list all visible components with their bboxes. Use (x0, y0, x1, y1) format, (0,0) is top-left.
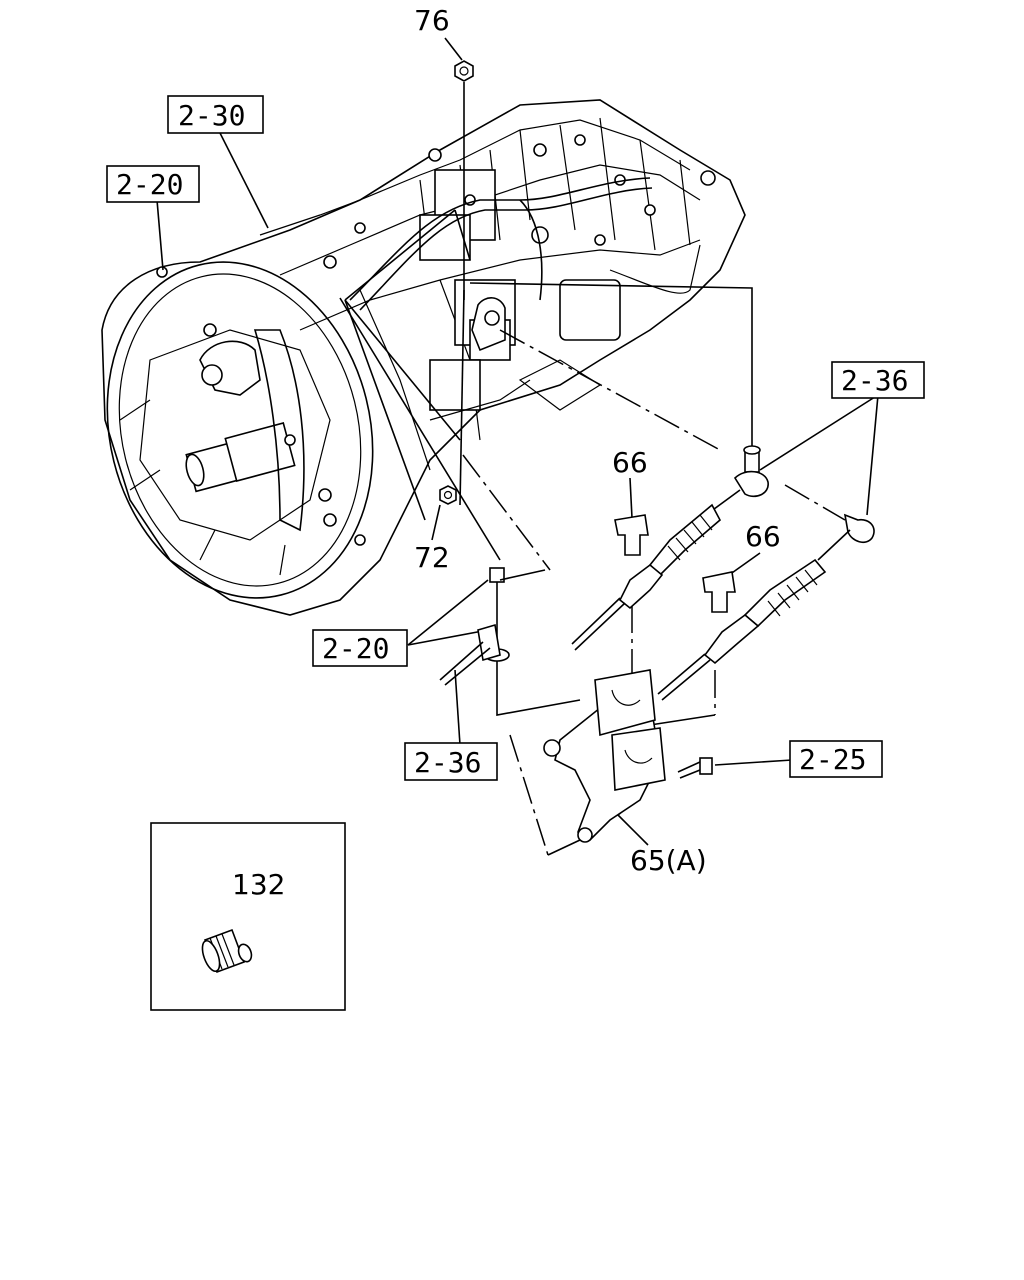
label-72: 72 (414, 541, 450, 574)
shift-cable-upper (571, 470, 769, 651)
nut-72 (439, 485, 457, 505)
clip-66-lower (702, 571, 736, 613)
label-76: 76 (414, 4, 450, 37)
ref-label-2-20-top: 2-20 (116, 168, 183, 201)
ref-label-2-25: 2-25 (799, 743, 866, 776)
clip-66-upper (614, 514, 649, 556)
label-66-lower: 66 (745, 520, 781, 553)
inset-box-132: 132 (150, 822, 346, 1011)
nut-76 (454, 60, 474, 82)
ref-label-2-30: 2-30 (178, 99, 245, 132)
shift-cable-lower (657, 513, 875, 701)
bracket-65a (543, 669, 666, 843)
ref-box-2-20-top: 2-20 (106, 165, 200, 203)
plug-132 (201, 928, 253, 974)
bolt-collar (439, 567, 546, 686)
bolt-2-25 (677, 757, 713, 779)
ref-label-2-36-lower: 2-36 (414, 746, 481, 779)
transmission-assembly (101, 99, 746, 616)
ref-box-2-20-lower: 2-20 (312, 629, 408, 667)
label-132: 132 (232, 868, 285, 901)
label-65a: 65(A) (630, 844, 707, 877)
label-66-upper: 66 (612, 446, 648, 479)
cable-end-pin (743, 445, 761, 473)
ref-label-2-36-right: 2-36 (841, 364, 908, 397)
ref-label-2-20-lower: 2-20 (322, 632, 389, 665)
ref-box-2-30: 2-30 (167, 95, 264, 134)
ref-box-2-36-lower: 2-36 (404, 742, 498, 781)
ref-box-2-25: 2-25 (789, 740, 883, 778)
ref-box-2-36-right: 2-36 (831, 361, 925, 399)
